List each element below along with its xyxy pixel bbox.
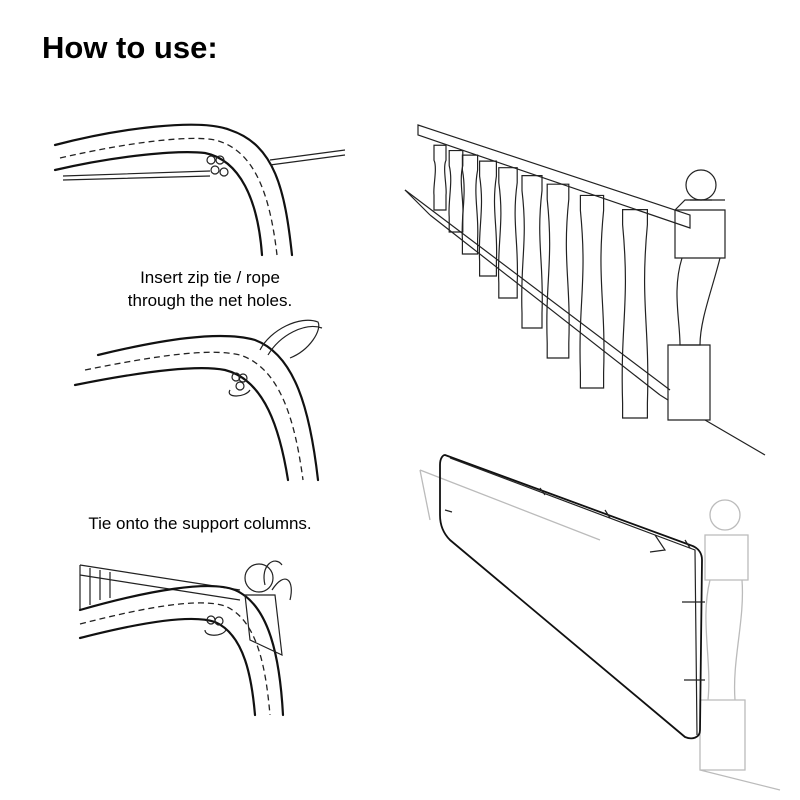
- frame-corner-illustration-1: [53, 123, 346, 257]
- frame-corner-illustration-3: [78, 560, 292, 717]
- baluster: [448, 149, 464, 233]
- step-caption-insert: Insert zip tie / rope through the net ho…: [95, 266, 325, 312]
- baluster: [461, 154, 479, 255]
- stair-railing-illustration: [404, 124, 766, 456]
- baluster: [497, 167, 519, 299]
- net-on-railing-illustration: [419, 454, 781, 791]
- baluster: [579, 194, 605, 389]
- caption-line: Insert zip tie / rope: [140, 268, 280, 287]
- baluster: [546, 183, 570, 359]
- baluster: [478, 160, 498, 277]
- caption-line: through the net holes.: [127, 291, 293, 310]
- baluster: [433, 144, 447, 211]
- page-title: How to use:: [42, 30, 218, 65]
- step-caption-tie: Tie onto the support columns.: [88, 514, 312, 533]
- frame-corner-illustration-2: [73, 319, 323, 482]
- baluster: [621, 209, 649, 419]
- baluster: [521, 175, 543, 329]
